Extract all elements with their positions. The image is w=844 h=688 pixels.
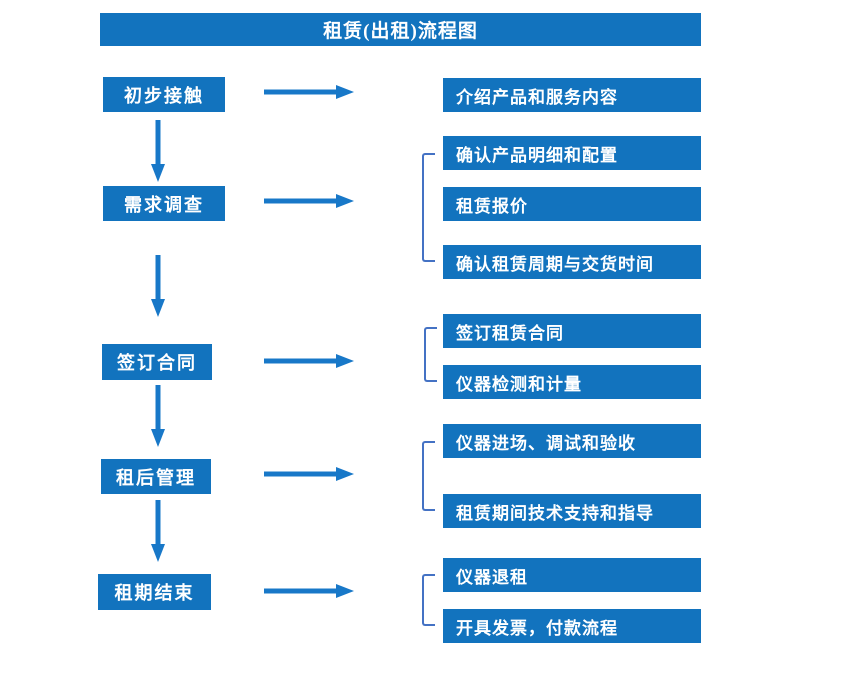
detail-box-rental-quote: 租赁报价	[443, 187, 701, 221]
detail-box-confirm-product-details: 确认产品明细和配置	[443, 136, 701, 170]
title-bar: 租赁(出租)流程图	[100, 13, 701, 46]
detail-box-introduce-products: 介绍产品和服务内容	[443, 78, 701, 112]
detail-box-instrument-entry-acceptance: 仪器进场、调试和验收	[443, 424, 701, 458]
arrow-down-icon	[149, 385, 167, 447]
detail-box-confirm-rental-period: 确认租赁周期与交货时间	[443, 245, 701, 279]
group-bracket	[424, 327, 437, 382]
arrow-down-icon	[149, 120, 167, 182]
step-box-post-rental-management: 租后管理	[101, 459, 211, 494]
arrow-right-icon	[264, 582, 354, 600]
step-box-demand-survey: 需求调查	[103, 186, 225, 221]
arrow-right-icon	[264, 465, 354, 483]
detail-box-instrument-testing: 仪器检测和计量	[443, 365, 701, 399]
arrow-right-icon	[264, 352, 354, 370]
arrow-right-icon	[264, 192, 354, 210]
arrow-down-icon	[149, 255, 167, 317]
arrow-down-icon	[149, 500, 167, 562]
group-bracket	[422, 441, 435, 511]
step-box-initial-contact: 初步接触	[103, 77, 225, 112]
detail-box-sign-rental-contract: 签订租赁合同	[443, 314, 701, 348]
page-title: 租赁(出租)流程图	[323, 21, 478, 42]
step-box-rental-period-end: 租期结束	[98, 574, 211, 610]
step-box-sign-contract: 签订合同	[102, 344, 212, 380]
detail-box-technical-support: 租赁期间技术支持和指导	[443, 494, 701, 528]
detail-box-invoice-payment: 开具发票，付款流程	[443, 609, 701, 643]
detail-box-instrument-return: 仪器退租	[443, 558, 701, 592]
arrow-right-icon	[264, 83, 354, 101]
group-bracket	[422, 153, 435, 262]
group-bracket	[422, 574, 435, 626]
